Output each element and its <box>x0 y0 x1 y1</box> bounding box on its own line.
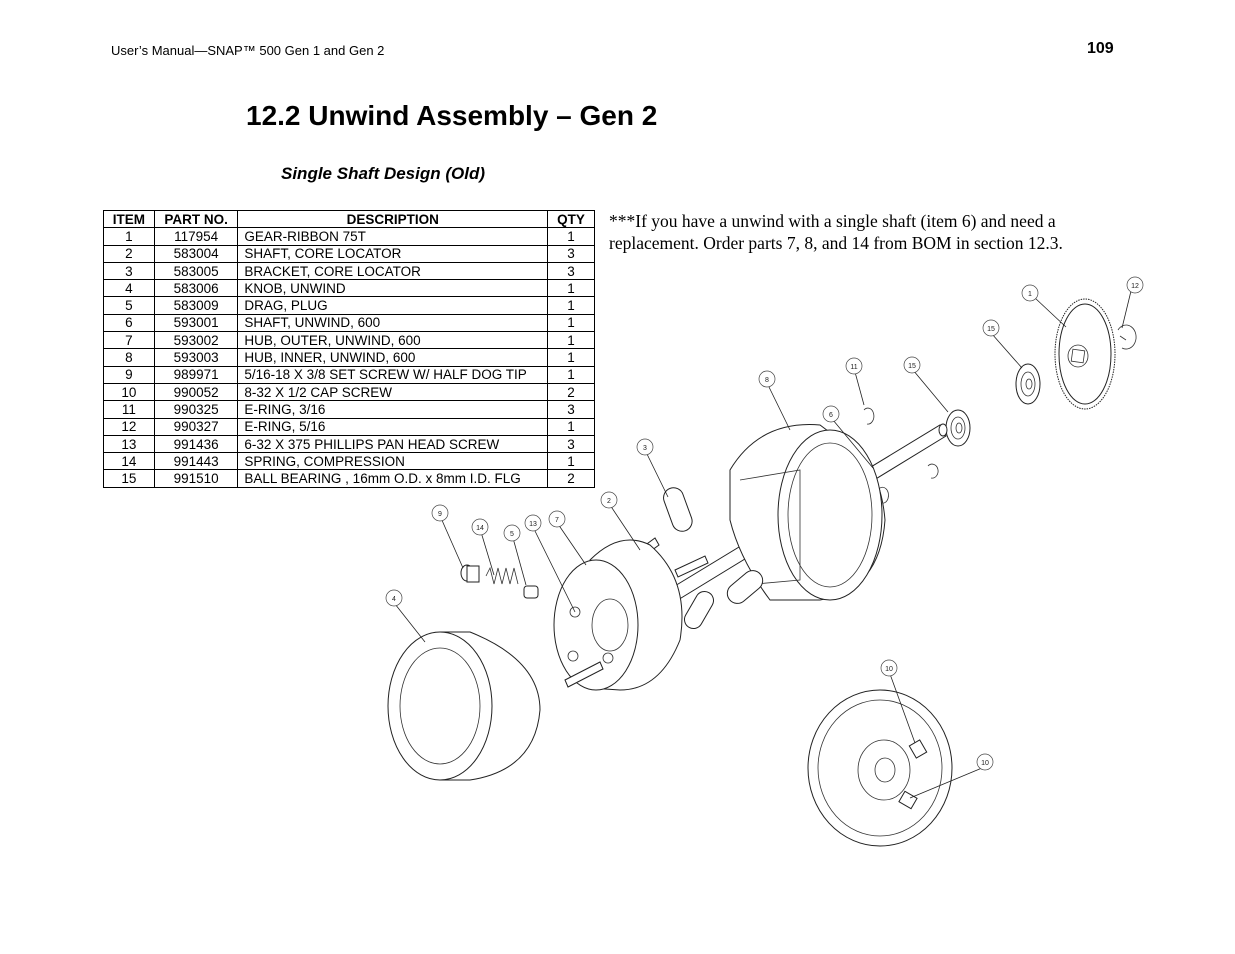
callout-item-13: 13 <box>524 514 542 532</box>
svg-text:9: 9 <box>438 511 442 518</box>
callout-item-8: 8 <box>758 370 776 388</box>
set-screw-part <box>460 564 480 583</box>
part-cell: 593003 <box>153 348 239 367</box>
callout-item-10: 10 <box>976 753 994 771</box>
svg-text:5: 5 <box>510 531 514 538</box>
part-cell: 583005 <box>153 261 239 281</box>
inner-hub-part <box>729 424 886 601</box>
callout-item-9: 9 <box>431 504 449 522</box>
svg-text:4: 4 <box>392 596 396 603</box>
item-cell: 11 <box>103 400 155 419</box>
item-cell: 10 <box>103 382 155 402</box>
leader-lines <box>394 290 1132 799</box>
svg-text:15: 15 <box>908 363 916 370</box>
e-ring-part <box>877 486 889 504</box>
part-cell: 991443 <box>153 452 239 471</box>
part-cell: 990327 <box>153 417 239 436</box>
svg-text:10: 10 <box>981 760 989 767</box>
part-cell: 990325 <box>153 400 239 419</box>
ribbon-gear-part <box>1054 298 1116 410</box>
svg-text:3: 3 <box>643 445 647 452</box>
core-locator-shaft-part <box>564 661 604 688</box>
callout-item-10: 10 <box>880 659 898 677</box>
ball-bearing-part <box>1015 363 1041 405</box>
ball-bearing-part <box>945 409 971 447</box>
description-cell: SPRING, COMPRESSION <box>237 452 549 471</box>
compression-spring-part <box>485 566 519 585</box>
svg-text:7: 7 <box>555 517 559 524</box>
svg-text:10: 10 <box>885 666 893 673</box>
e-ring-part <box>927 463 939 479</box>
callout-item-6: 6 <box>822 405 840 423</box>
description-cell: GEAR-RIBBON 75T <box>237 227 549 246</box>
part-cell: 583006 <box>153 279 239 298</box>
description-cell: HUB, INNER, UNWIND, 600 <box>237 348 549 367</box>
callout-item-7: 7 <box>548 510 566 528</box>
svg-text:6: 6 <box>829 412 833 419</box>
description-cell: SHAFT, UNWIND, 600 <box>237 313 549 333</box>
callout-item-4: 4 <box>385 589 403 607</box>
svg-text:8: 8 <box>765 377 769 384</box>
replacement-note: ***If you have a unwind with a single sh… <box>609 211 1063 253</box>
svg-text:1: 1 <box>1028 291 1032 298</box>
callout-item-15: 15 <box>982 319 1000 337</box>
callout-item-3: 3 <box>636 438 654 456</box>
svg-text:12: 12 <box>1131 283 1139 290</box>
description-cell: SHAFT, CORE LOCATOR <box>237 244 549 263</box>
callout-item-11: 11 <box>845 357 863 375</box>
callout-item-14: 14 <box>471 518 489 536</box>
section-title: 12.2 Unwind Assembly – Gen 2 <box>246 100 658 131</box>
description-cell: BALL BEARING , 16mm O.D. x 8mm I.D. FLG <box>237 469 549 488</box>
e-ring-part <box>1117 324 1137 350</box>
page-number: 109 <box>1087 40 1114 57</box>
unwind-knob-part <box>387 631 541 781</box>
svg-text:15: 15 <box>987 326 995 333</box>
column-header-item: ITEM <box>103 209 155 229</box>
svg-text:14: 14 <box>476 525 484 532</box>
outer-hub-part <box>553 539 683 691</box>
callout-item-1: 1 <box>1021 284 1039 302</box>
drag-plug-part <box>523 585 539 599</box>
callout-item-12: 12 <box>1126 276 1144 294</box>
qty-cell: 2 <box>547 469 595 488</box>
part-cell: 989971 <box>153 365 239 384</box>
hub-end-view-part <box>807 689 953 847</box>
svg-text:11: 11 <box>850 364 857 371</box>
part-cell: 991510 <box>153 469 239 488</box>
description-cell: 8-32 X 1/2 CAP SCREW <box>237 382 549 402</box>
callout-item-2: 2 <box>600 491 618 509</box>
running-header: User’s Manual—SNAP™ 500 Gen 1 and Gen 2 <box>111 43 385 58</box>
description-cell: DRAG, PLUG <box>237 296 549 315</box>
item-cell: 15 <box>103 469 155 488</box>
callout-item-5: 5 <box>503 524 521 542</box>
svg-text:2: 2 <box>607 498 611 505</box>
e-ring-part <box>863 407 875 425</box>
description-cell: 6-32 X 375 PHILLIPS PAN HEAD SCREW <box>237 434 549 454</box>
svg-text:13: 13 <box>529 521 537 528</box>
callout-item-15: 15 <box>903 356 921 374</box>
section-subtitle: Single Shaft Design (Old) <box>281 164 486 183</box>
description-cell: 5/16-18 X 3/8 SET SCREW W/ HALF DOG TIP <box>237 365 549 384</box>
item-cell: 9 <box>103 365 155 384</box>
core-locator-shaft-part <box>674 555 709 578</box>
description-cell: BRACKET, CORE LOCATOR <box>237 261 549 281</box>
core-locator-bracket-part <box>663 487 764 630</box>
